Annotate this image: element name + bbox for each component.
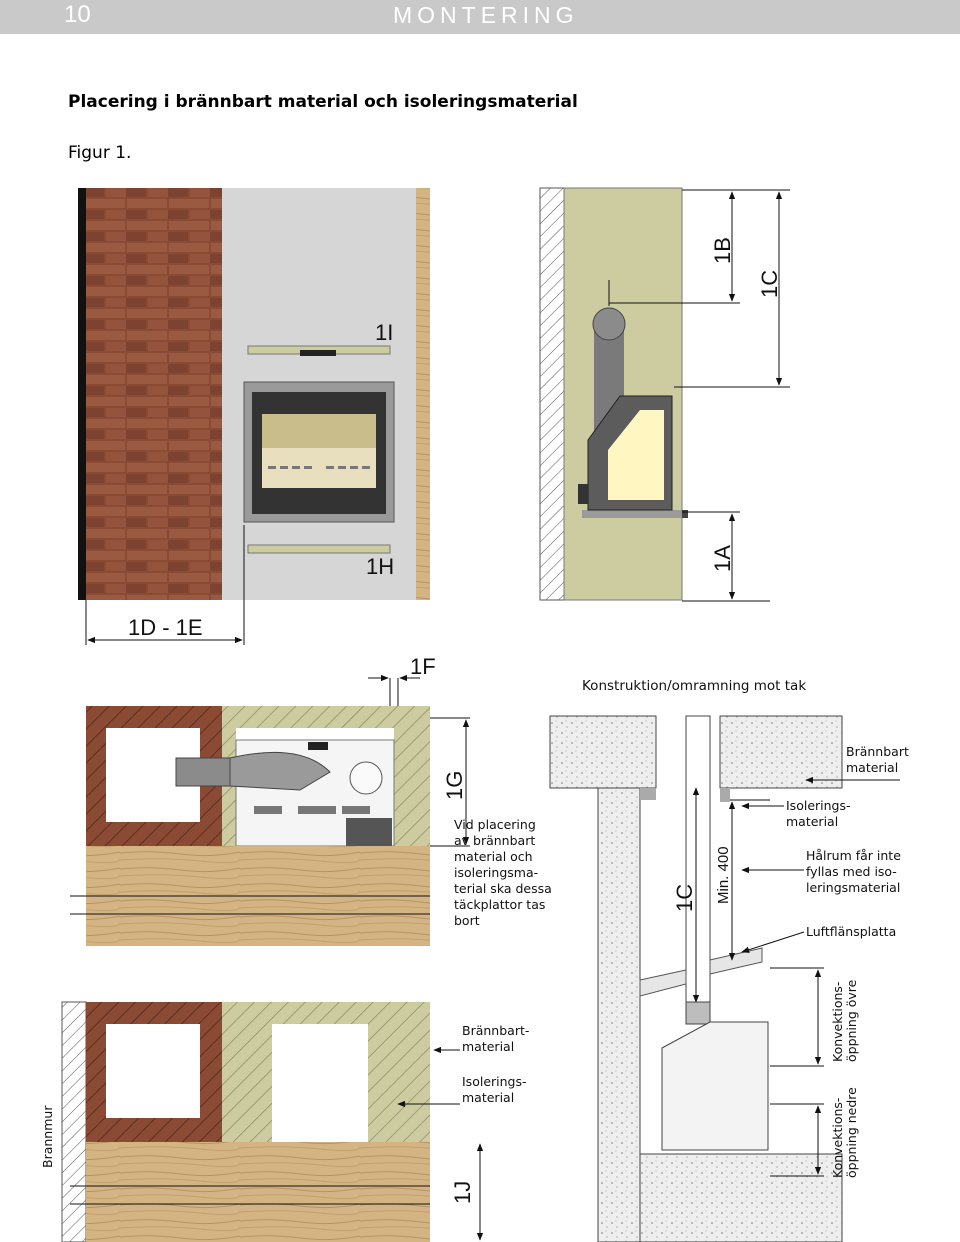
svg-text:isoleringsma-: isoleringsma- <box>454 865 538 880</box>
page-heading: Placering i brännbart material och isole… <box>68 92 578 112</box>
caption-vent-upper: Konvektions- öppning övre <box>830 979 859 1062</box>
plan-view-top <box>70 706 430 946</box>
dim-min-400: Min. 400 <box>715 846 732 904</box>
page-header: 10 MONTERING <box>0 0 960 34</box>
section-view <box>549 715 843 1242</box>
dim-1D-1E: 1D - 1E <box>128 615 203 640</box>
caption-firewall: Brannmur <box>40 1105 55 1168</box>
caption-cavity-note: Hålrum får inte fyllas med iso- leringsm… <box>806 848 901 895</box>
svg-text:Konvektions-: Konvektions- <box>830 1098 845 1178</box>
caption-insulation-top: Isolerings- material <box>786 798 851 829</box>
plan-view-bottom <box>61 1001 430 1242</box>
dim-1F: 1F <box>410 654 436 679</box>
caption-combustible-bottom: Brännbart- material <box>462 1023 529 1054</box>
svg-text:öppning övre: öppning övre <box>844 979 859 1062</box>
dim-1C-top: 1C <box>757 270 782 298</box>
svg-text:Brännbart-: Brännbart- <box>462 1023 529 1038</box>
caption-remove-note: Vid placering av brännbart material och … <box>454 817 552 928</box>
dim-1I: 1I <box>375 320 393 345</box>
svg-text:Vid placering: Vid placering <box>454 817 536 832</box>
svg-text:Brännbart: Brännbart <box>846 744 909 759</box>
svg-text:Konvektions-: Konvektions- <box>830 982 845 1062</box>
front-view <box>78 188 430 600</box>
caption-combustible-top: Brännbart material <box>846 744 909 775</box>
section-title: MONTERING <box>393 2 579 28</box>
caption-insulation-bottom: Isolerings- material <box>462 1074 527 1105</box>
svg-text:material: material <box>846 760 898 775</box>
page-number: 10 <box>64 1 91 28</box>
svg-text:bort: bort <box>454 913 480 928</box>
side-view <box>539 187 688 601</box>
svg-text:öppning nedre: öppning nedre <box>844 1087 859 1178</box>
svg-text:material: material <box>462 1039 514 1054</box>
caption-air-flange: Luftflänsplatta <box>806 924 896 939</box>
caption-vent-lower: Konvektions- öppning nedre <box>830 1087 859 1178</box>
figure-label: Figur 1. <box>68 143 132 163</box>
svg-text:terial ska dessa: terial ska dessa <box>454 881 552 896</box>
dim-1J: 1J <box>450 1181 475 1204</box>
svg-text:Hålrum får inte: Hålrum får inte <box>806 848 901 863</box>
svg-text:material och: material och <box>454 849 533 864</box>
svg-text:av brännbart: av brännbart <box>454 833 535 848</box>
svg-text:leringsmaterial: leringsmaterial <box>806 880 900 895</box>
dim-1A: 1A <box>710 545 735 572</box>
dim-1H: 1H <box>366 554 394 579</box>
caption-construction-title: Konstruktion/omramning mot tak <box>582 678 806 694</box>
svg-text:material: material <box>786 814 838 829</box>
dim-1B: 1B <box>710 237 735 264</box>
svg-text:Isolerings-: Isolerings- <box>462 1074 527 1089</box>
svg-text:fyllas med iso-: fyllas med iso- <box>806 864 897 879</box>
dim-1G: 1G <box>442 771 467 800</box>
svg-text:material: material <box>462 1090 514 1105</box>
svg-text:Isolerings-: Isolerings- <box>786 798 851 813</box>
svg-text:täckplattor tas: täckplattor tas <box>454 897 545 912</box>
dim-1C-mid: 1C <box>672 884 697 912</box>
